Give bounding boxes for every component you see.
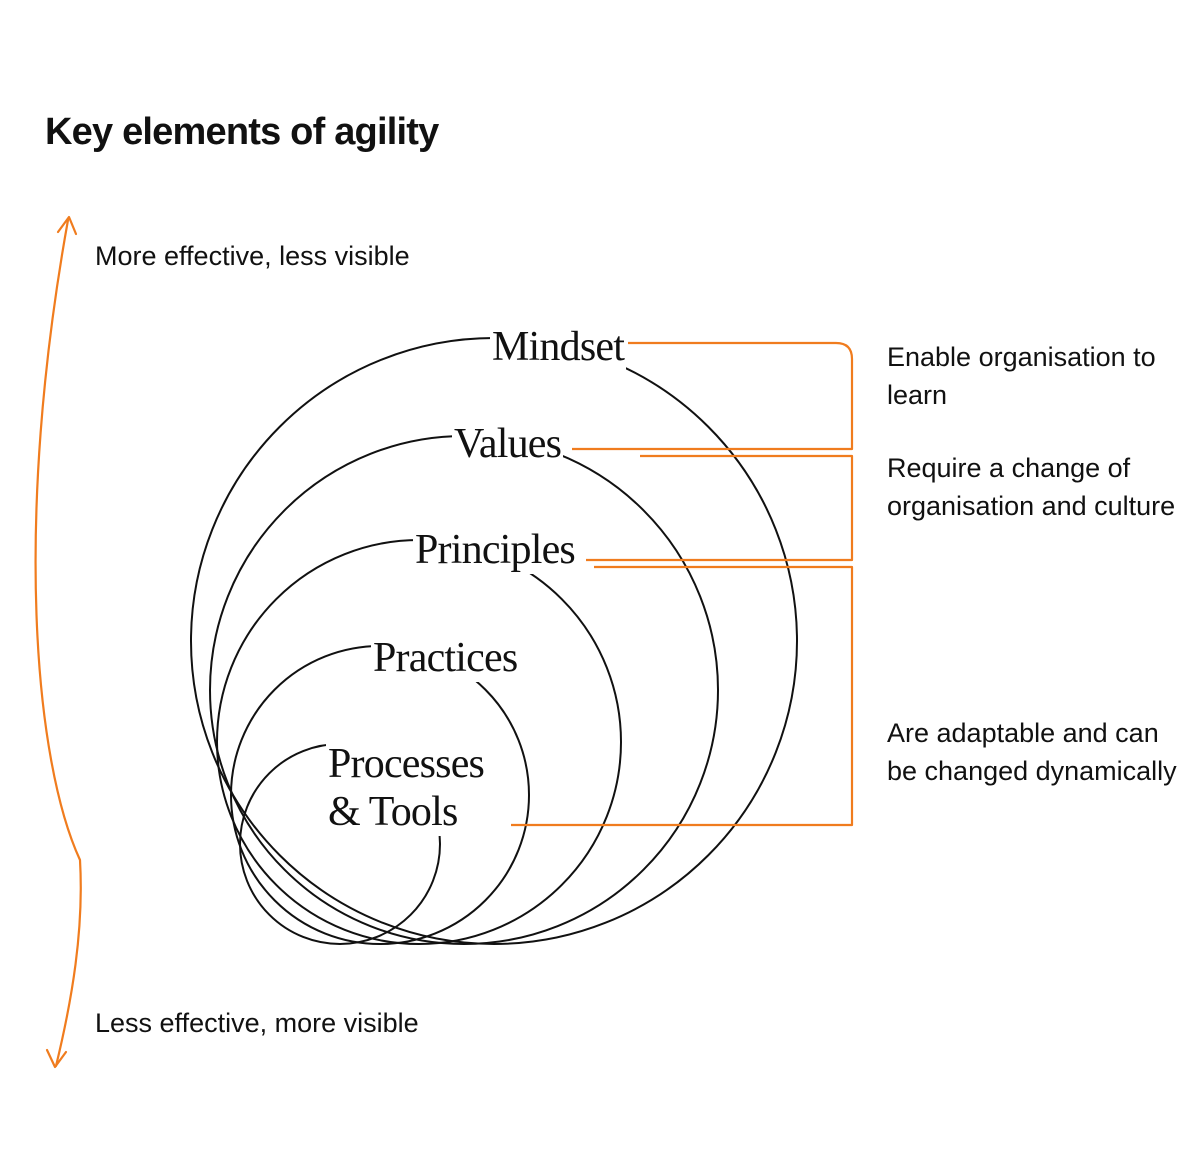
- layer-label-mindset: Mindset: [490, 323, 627, 371]
- layer-label-processes-line1: Processes: [328, 741, 485, 787]
- axis-arrow-head-bottom: [45, 1048, 68, 1069]
- bracket-learn: [572, 341, 854, 451]
- axis-bottom-label: Less effective, more visible: [95, 1008, 419, 1038]
- layer-label-processes-tools: Processes & Tools: [326, 740, 487, 836]
- group-note-culture: Require a change of organisation and cul…: [887, 453, 1176, 521]
- layer-label-practices: Practices: [371, 634, 520, 682]
- bracket-culture: [586, 454, 854, 562]
- axis-top-label: More effective, less visible: [95, 241, 410, 271]
- page-title: Key elements of agility: [45, 111, 439, 153]
- effectiveness-axis-arrow: [34, 215, 82, 1069]
- axis-arrow-line: [34, 218, 82, 1068]
- layer-label-processes-line2: & Tools: [328, 789, 458, 835]
- circle-values: [209, 435, 719, 945]
- group-note-adaptable: Are adaptable and can be changed dynamic…: [887, 718, 1177, 786]
- group-note-learn: Enable organisation to learn: [887, 342, 1156, 410]
- axis-arrow-head-top: [56, 215, 78, 236]
- group-brackets: [511, 341, 854, 827]
- layer-label-principles: Principles: [413, 526, 577, 574]
- layer-label-values: Values: [452, 420, 564, 468]
- bracket-adaptable: [511, 565, 854, 827]
